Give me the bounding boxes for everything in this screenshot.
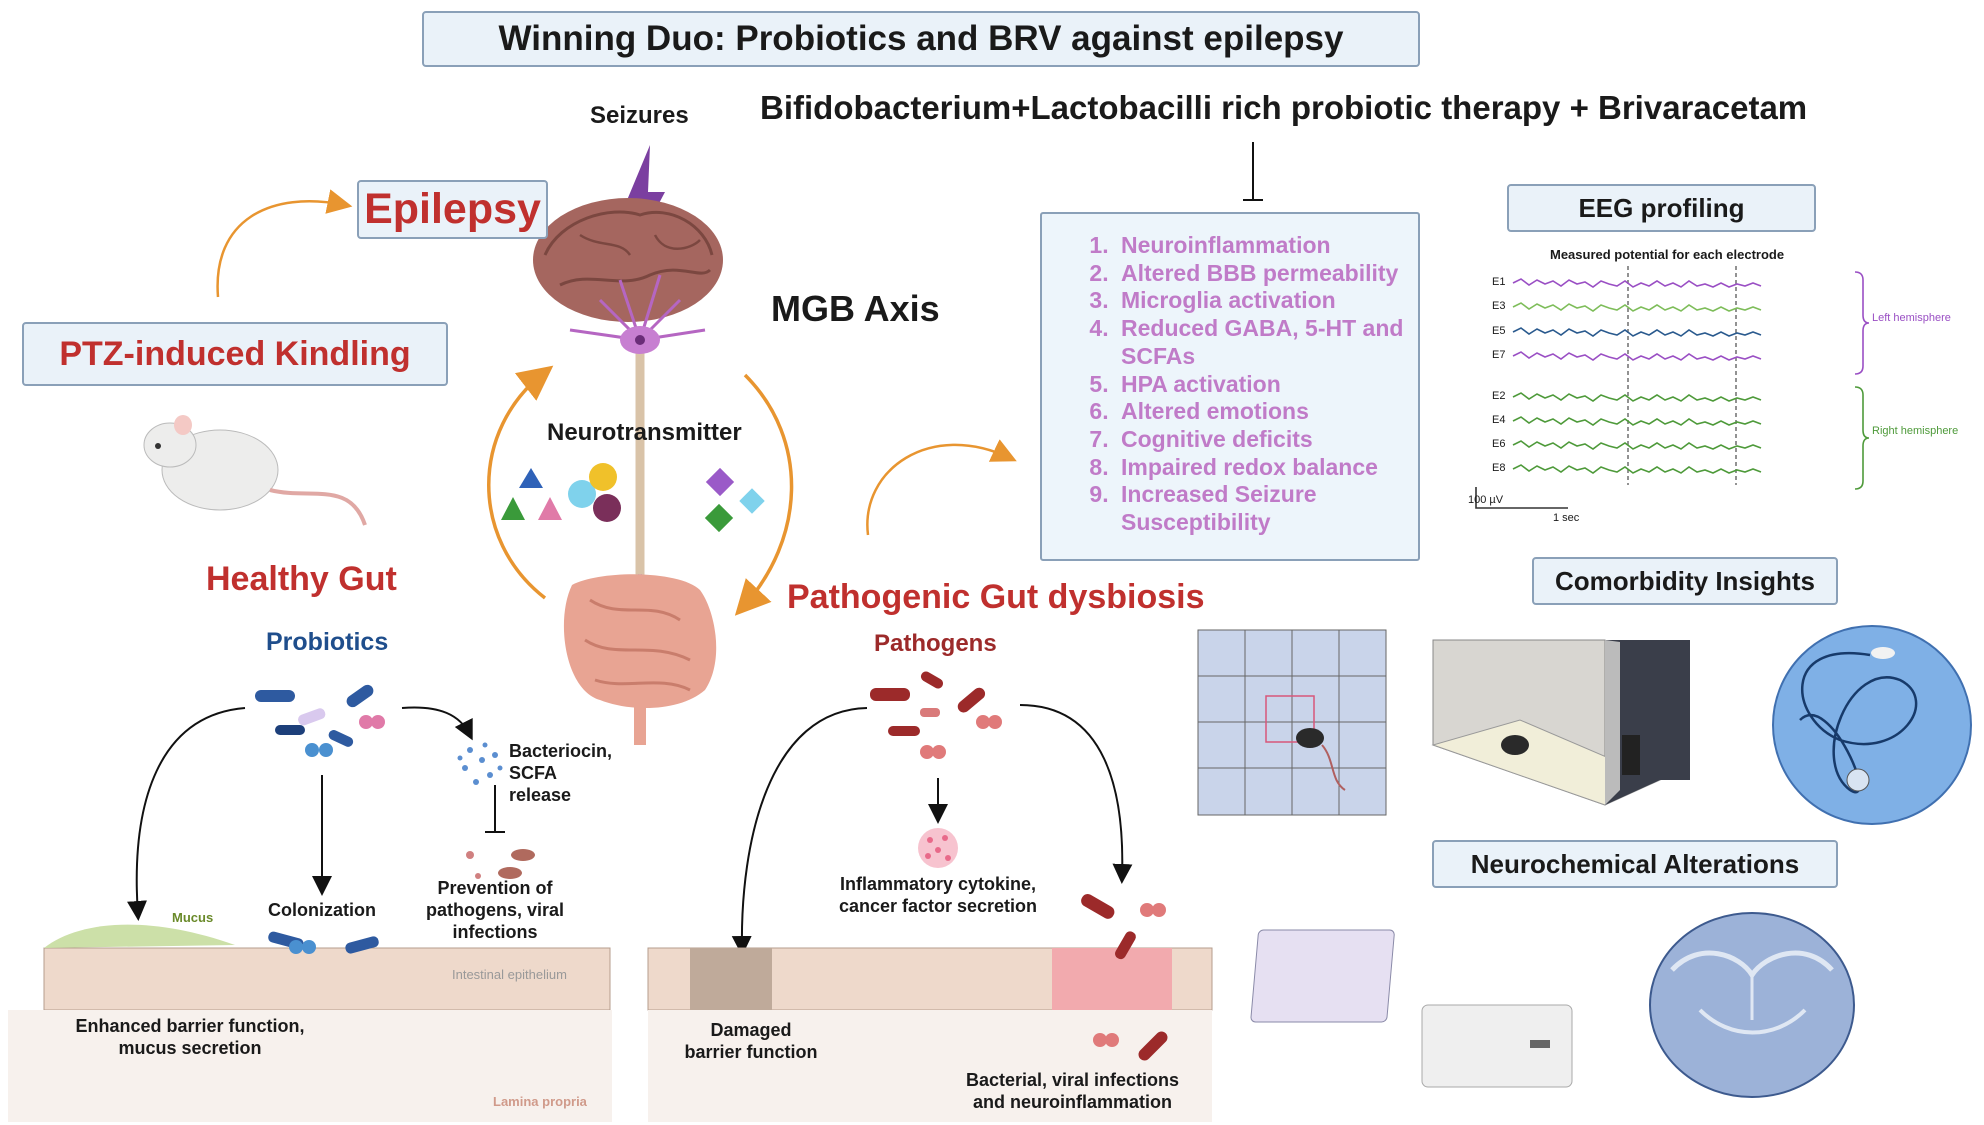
kindling-box: PTZ-induced Kindling	[22, 322, 448, 386]
arrow-mgb-right	[734, 373, 794, 616]
right-hemisphere-label: Right hemisphere	[1872, 425, 1959, 437]
eeg-channel-e7: E7	[1492, 349, 1506, 361]
rat-icon	[143, 415, 367, 526]
effect-item: Increased Seizure Susceptibility	[1115, 481, 1418, 536]
pathogen-debris-left	[466, 849, 535, 879]
light-dark-box	[1431, 639, 1690, 806]
kindling-label: PTZ-induced Kindling	[59, 334, 411, 373]
mucus-label: Mucus	[172, 910, 214, 925]
scfa-dots	[457, 742, 503, 785]
triangle-blue-shape	[519, 468, 543, 488]
effect-item: Microglia activation	[1115, 287, 1418, 315]
eeg-scale-voltage: 100 µV	[1468, 494, 1504, 506]
effect-item: HPA activation	[1115, 371, 1418, 399]
diamond-purple-shape	[705, 467, 735, 497]
arrow-to-effects	[866, 439, 1017, 536]
intestinal-epithelium-label: Intestinal epithelium	[452, 967, 567, 982]
neurochemical-title: Neurochemical Alterations	[1470, 848, 1800, 879]
effect-item: Impaired redox balance	[1115, 454, 1418, 482]
brain-section-icon	[1649, 912, 1855, 1098]
enhanced-barrier-label: Enhanced barrier function, mucus secreti…	[75, 1016, 305, 1058]
water-maze	[1772, 625, 1972, 825]
epilepsy-box: Epilepsy	[357, 180, 548, 239]
intestine-icon	[563, 574, 717, 745]
eeg-channel-e8: E8	[1492, 462, 1506, 474]
probiotics-label: Probiotics	[266, 628, 389, 656]
pathogens-label: Pathogens	[874, 630, 997, 657]
invading-bacteria	[1081, 894, 1168, 1061]
eeg-traces	[1475, 266, 1870, 509]
eeg-channel-e5: E5	[1492, 325, 1506, 337]
effect-item: Reduced GABA, 5-HT and SCFAs	[1115, 315, 1418, 370]
effect-item: Neuroinflammation	[1115, 232, 1418, 260]
eeg-title-box: EEG profiling	[1507, 184, 1816, 232]
eeg-subtitle: Measured potential for each electrode	[1550, 247, 1785, 262]
plate-reader-icon	[1250, 929, 1573, 1088]
triangle-pink-shape	[538, 497, 562, 520]
diamond-cyan-shape	[739, 488, 765, 514]
neurotransmitter-label: Neurotransmitter	[547, 419, 742, 446]
eeg-channel-e6: E6	[1492, 438, 1506, 450]
brain-icon	[533, 198, 723, 322]
mgb-axis-label: MGB Axis	[771, 288, 940, 329]
pathogenic-title: Pathogenic Gut dysbiosis	[787, 578, 1205, 616]
left-hemisphere-label: Left hemisphere	[1872, 312, 1951, 324]
effect-item: Altered BBB permeability	[1115, 260, 1418, 288]
seizures-label: Seizures	[590, 102, 689, 129]
healthy-gut-label: Healthy Gut	[206, 560, 397, 598]
effect-item: Altered emotions	[1115, 398, 1418, 426]
eeg-channel-e4: E4	[1492, 414, 1506, 426]
bacteriocin-label: Bacteriocin, SCFA release	[509, 741, 613, 805]
cytokine-label: Inflammatory cytokine, cancer factor sec…	[838, 874, 1038, 916]
epithelium-right	[647, 947, 1213, 1122]
therapy-label: Bifidobacterium+Lactobacilli rich probio…	[760, 89, 1808, 126]
triangle-green-shape	[501, 497, 525, 520]
probiotics-cluster	[255, 684, 385, 757]
prevention-label: Prevention of pathogens, viral infection…	[425, 878, 565, 942]
effects-list: Neuroinflammation Altered BBB permeabili…	[1042, 232, 1418, 537]
pathogens-cluster	[870, 671, 1002, 759]
infections-label: Bacterial, viral infections and neuroinf…	[965, 1070, 1180, 1112]
page-title: Winning Duo: Probiotics and BRV against …	[498, 19, 1344, 58]
eeg-channel-e2: E2	[1492, 390, 1506, 402]
comorbidity-box: Comorbidity Insights	[1532, 557, 1838, 605]
arrow-kindling-to-epilepsy	[216, 189, 353, 298]
effects-box: Neuroinflammation Altered BBB permeabili…	[1040, 212, 1420, 561]
circle-yellow-shape	[589, 463, 617, 491]
eeg-channel-e3: E3	[1492, 300, 1506, 312]
comorbidity-title: Comorbidity Insights	[1555, 565, 1815, 596]
neurochemical-box: Neurochemical Alterations	[1432, 840, 1838, 888]
circle-cyan-shape	[568, 480, 596, 508]
circle-purple-shape	[593, 494, 621, 522]
epilepsy-label: Epilepsy	[364, 185, 541, 233]
damaged-barrier-label: Damaged barrier function	[684, 1020, 818, 1062]
diamond-green-shape	[704, 503, 734, 533]
effect-item: Cognitive deficits	[1115, 426, 1418, 454]
open-field-grid	[1197, 629, 1387, 816]
eeg-scale-time: 1 sec	[1553, 512, 1580, 524]
colonization-label: Colonization	[268, 900, 376, 920]
lamina-propria-label: Lamina propria	[493, 1094, 587, 1109]
arrow-mgb-left	[487, 365, 554, 600]
epithelium-left	[8, 924, 612, 1122]
colonizing-bacteria	[268, 931, 379, 954]
title-box: Winning Duo: Probiotics and BRV against …	[422, 11, 1420, 67]
cytokine-cluster	[918, 828, 958, 868]
eeg-channel-e1: E1	[1492, 276, 1506, 288]
eeg-title: EEG profiling	[1578, 192, 1745, 223]
